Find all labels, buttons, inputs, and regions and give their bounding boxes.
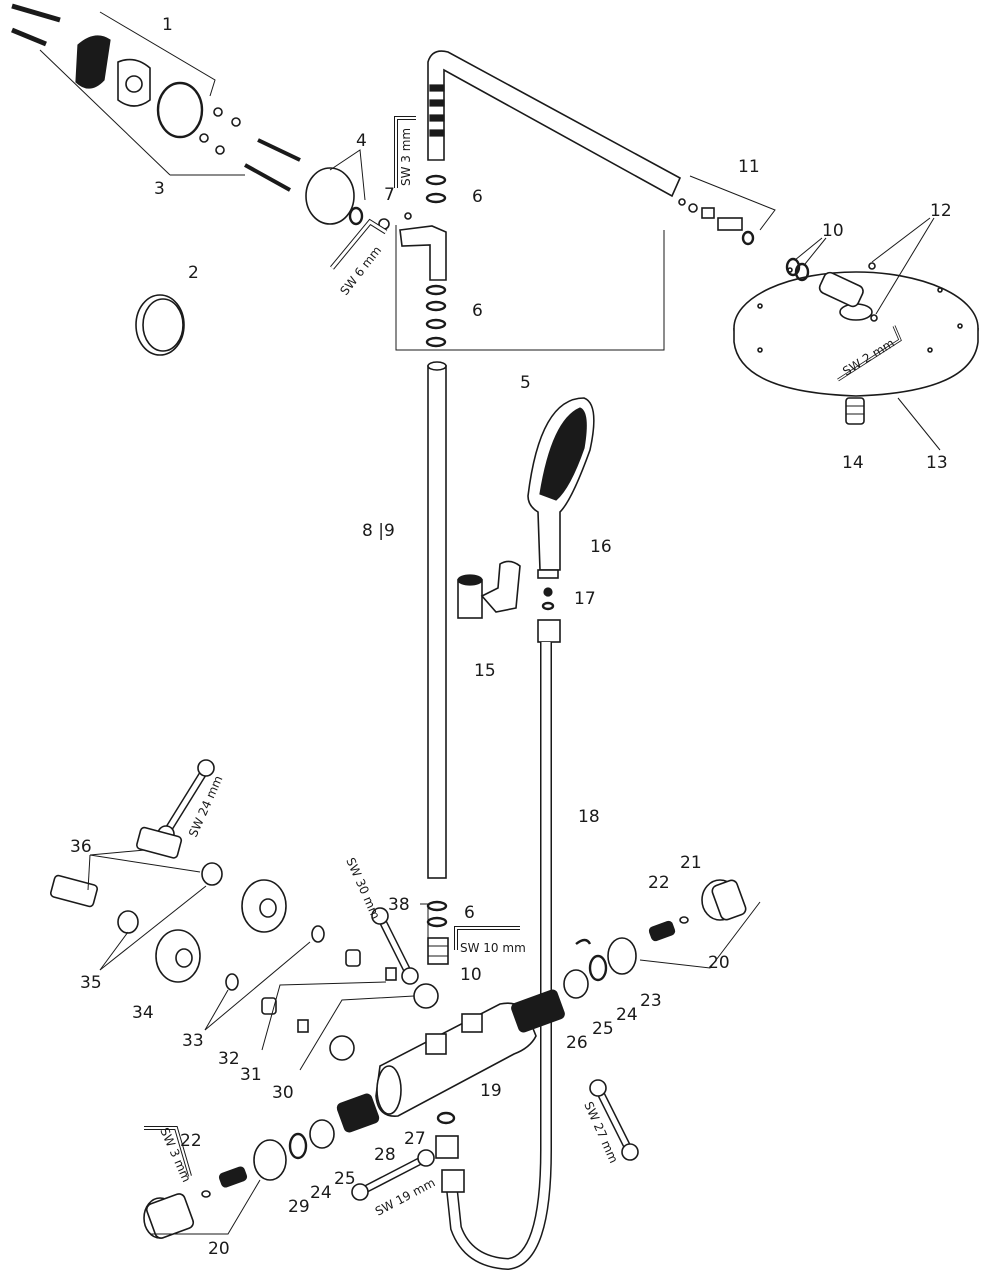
callout-35: 35 bbox=[80, 973, 102, 993]
small-parts-33-32-31 bbox=[204, 925, 397, 1051]
callout-8-9: 8 |9 bbox=[362, 521, 395, 541]
callout-18: 18 bbox=[578, 807, 600, 827]
tool-label-sw27: SW 27 mm bbox=[581, 1100, 621, 1166]
wrench-sw30 bbox=[371, 907, 419, 985]
callout-10a: 10 bbox=[822, 221, 844, 241]
callout-26: 26 bbox=[566, 1033, 588, 1053]
cartridge-part-26 bbox=[511, 989, 565, 1033]
callout-34: 34 bbox=[132, 1003, 154, 1023]
callout-6b: 6 bbox=[472, 301, 483, 321]
callout-36: 36 bbox=[70, 837, 92, 857]
rosettes-part-34 bbox=[155, 879, 287, 983]
wall-bolts bbox=[11, 3, 61, 47]
wall-fittings-part-36 bbox=[50, 826, 201, 908]
hand-shower-holder-part-15 bbox=[457, 560, 521, 619]
wrench-sw27 bbox=[589, 1079, 639, 1161]
callout-24b: 24 bbox=[310, 1183, 332, 1203]
right-cartridge-parts-23-24-25 bbox=[563, 937, 637, 999]
callout-30: 30 bbox=[272, 1083, 294, 1103]
left-handle-parts-20-22-28-29 bbox=[143, 1093, 380, 1239]
mount-flange-part-4 bbox=[305, 149, 366, 226]
shower-arm-part-5 bbox=[378, 50, 682, 351]
callout-labels: 1 2 3 4 5 6 6 6 7 8 |9 10 10 11 12 13 14… bbox=[70, 15, 952, 1259]
hex-key-sw2 bbox=[837, 325, 902, 382]
callout-11: 11 bbox=[738, 157, 760, 177]
callout-12: 12 bbox=[930, 201, 952, 221]
callout-24a: 24 bbox=[616, 1005, 638, 1025]
callout-6a: 6 bbox=[472, 187, 483, 207]
spray-nozzle-part-14 bbox=[845, 397, 865, 425]
callout-25b: 25 bbox=[334, 1169, 356, 1189]
callout-7: 7 bbox=[384, 185, 395, 205]
check-valve-part-27 bbox=[435, 1111, 459, 1159]
hex-key-sw10 bbox=[454, 926, 520, 950]
hose-part-18 bbox=[441, 587, 561, 1271]
callout-1: 1 bbox=[162, 15, 173, 35]
tool-label-sw30: SW 30 mm bbox=[343, 856, 383, 922]
tool-label-sw10: SW 10 mm bbox=[460, 941, 526, 955]
callout-38: 38 bbox=[388, 895, 410, 915]
leader-lines-top-left bbox=[39, 11, 245, 176]
callout-19: 19 bbox=[480, 1081, 502, 1101]
callout-25a: 25 bbox=[592, 1019, 614, 1039]
callout-27: 27 bbox=[404, 1129, 426, 1149]
callout-14: 14 bbox=[842, 453, 864, 473]
tool-label-sw24: SW 24 mm bbox=[186, 773, 226, 839]
hex-key-sw6 bbox=[330, 218, 388, 270]
arm-connector-part-11 bbox=[678, 175, 776, 246]
tool-label-sw3-top: SW 3 mm bbox=[399, 128, 413, 186]
stop-valve-part-38-6-10 bbox=[420, 900, 449, 965]
adapters-part-35 bbox=[99, 862, 223, 971]
riser-pipe-part-8-9 bbox=[427, 361, 447, 879]
callout-22a: 22 bbox=[648, 873, 670, 893]
right-handle-parts-20-21-22 bbox=[639, 879, 761, 969]
callout-32: 32 bbox=[218, 1049, 240, 1069]
callout-29: 29 bbox=[288, 1197, 310, 1217]
callout-10b: 10 bbox=[460, 965, 482, 985]
callout-20a: 20 bbox=[708, 953, 730, 973]
hex-key-sw3-bottom bbox=[144, 1126, 192, 1177]
wrench-sw19 bbox=[351, 1149, 435, 1201]
callout-22b: 22 bbox=[180, 1131, 202, 1151]
hand-shower-part-16 bbox=[527, 397, 595, 579]
nuts-part-30 bbox=[299, 983, 439, 1071]
callout-20b: 20 bbox=[208, 1239, 230, 1259]
thermostat-body-part-19 bbox=[375, 1002, 537, 1117]
washers-part-3 bbox=[199, 107, 301, 192]
callout-17: 17 bbox=[574, 589, 596, 609]
callout-13: 13 bbox=[926, 453, 948, 473]
wall-plate-part-1 bbox=[75, 35, 204, 139]
callout-23: 23 bbox=[640, 991, 662, 1011]
callout-16: 16 bbox=[590, 537, 612, 557]
callout-28: 28 bbox=[374, 1145, 396, 1165]
callout-33: 33 bbox=[182, 1031, 204, 1051]
callout-5: 5 bbox=[520, 373, 531, 393]
callout-15: 15 bbox=[474, 661, 496, 681]
cover-part-2 bbox=[135, 294, 185, 356]
hex-key-sw3-top bbox=[394, 116, 416, 188]
callout-31: 31 bbox=[240, 1065, 262, 1085]
callout-4: 4 bbox=[356, 131, 367, 151]
callout-2: 2 bbox=[188, 263, 199, 283]
overhead-shower-part-13 bbox=[733, 257, 979, 397]
callout-6c: 6 bbox=[464, 903, 475, 923]
callout-3: 3 bbox=[154, 179, 165, 199]
callout-21: 21 bbox=[680, 853, 702, 873]
leader-lines-overhead bbox=[794, 217, 941, 451]
